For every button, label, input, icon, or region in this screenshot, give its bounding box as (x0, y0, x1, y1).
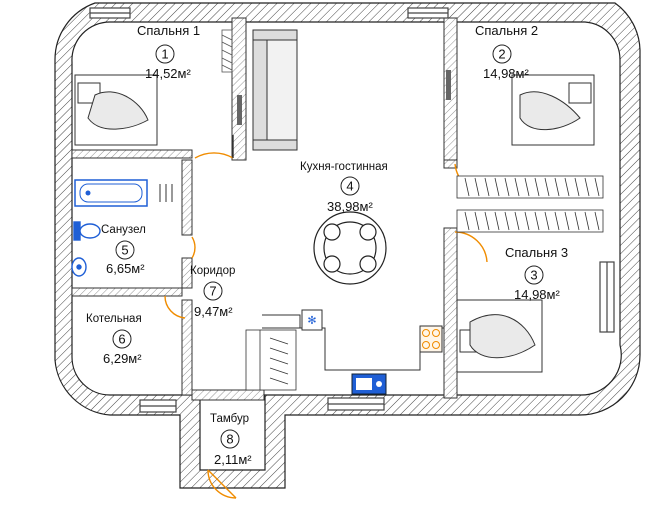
marker-corridor (203, 281, 223, 301)
wardrobe-corridor (245, 329, 297, 391)
toilet (73, 221, 101, 241)
marker-bedroom-1 (155, 44, 175, 64)
area-corridor: 9,47м² (194, 304, 233, 319)
area-kitchen-living: 38,98м² (327, 199, 373, 214)
number-bathroom: 5 (121, 243, 128, 258)
marker-kitchen-living (340, 176, 360, 196)
marker-bathroom (115, 240, 135, 260)
number-kitchen-living: 4 (346, 179, 353, 194)
number-corridor: 7 (209, 284, 216, 299)
label-kitchen-living: Кухня-гостинная (300, 161, 388, 173)
bed-bedroom-2 (511, 74, 595, 146)
number-bedroom-2: 2 (498, 47, 505, 62)
number-boiler-room: 6 (118, 332, 125, 347)
fridge-icon: ✻ (307, 314, 316, 327)
area-vestibule: 2,11м² (214, 452, 252, 467)
label-boiler-room: Котельная (86, 313, 142, 325)
kitchen-sink (351, 373, 387, 395)
marker-bedroom-3 (524, 265, 544, 285)
dining-table (313, 211, 387, 285)
fridge (301, 309, 323, 331)
tv-bedroom-2 (446, 70, 451, 100)
area-bedroom-1: 14,52м² (145, 66, 191, 81)
area-bedroom-3: 14,98м² (514, 287, 560, 302)
number-bedroom-3: 3 (530, 268, 537, 283)
outer-wall (54, 2, 641, 489)
label-vestibule: Тамбур (210, 413, 249, 425)
sofa (252, 29, 298, 151)
marker-bedroom-2 (492, 44, 512, 64)
doors (164, 135, 489, 499)
area-bathroom: 6,65м² (106, 261, 145, 276)
stove (419, 325, 443, 353)
label-corridor: Коридор (190, 265, 235, 277)
area-bedroom-2: 14,98м² (483, 66, 529, 81)
bed-bedroom-3 (456, 299, 543, 373)
label-bedroom-3: Спальня 3 (505, 245, 568, 260)
label-bedroom-1: Спальня 1 (137, 23, 200, 38)
windows (89, 7, 615, 413)
tv-bedroom-1 (237, 95, 242, 125)
number-bedroom-1: 1 (161, 47, 168, 62)
sink-bathroom (71, 257, 87, 277)
bathtub (74, 179, 148, 207)
number-vestibule: 8 (226, 432, 233, 447)
area-boiler-room: 6,29м² (103, 351, 142, 366)
wardrobe-bedroom-1 (221, 29, 233, 73)
label-bathroom: Санузел (101, 224, 146, 236)
marker-vestibule (220, 429, 240, 449)
marker-boiler-room (112, 329, 132, 349)
label-bedroom-2: Спальня 2 (475, 23, 538, 38)
wardrobe-bedroom-3 (456, 175, 604, 233)
bed-bedroom-1 (74, 74, 158, 146)
towel-rail (159, 184, 173, 202)
